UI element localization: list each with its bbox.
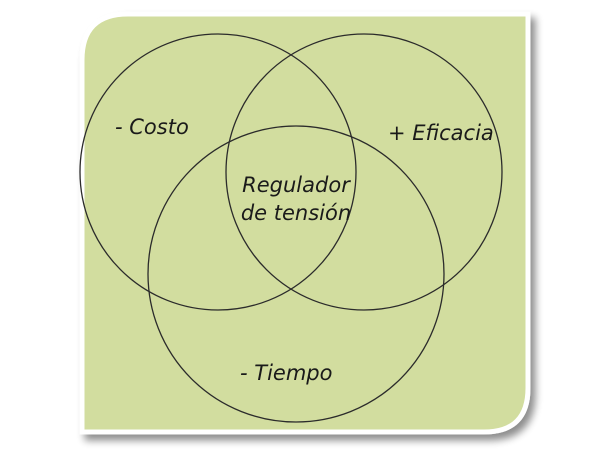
label-center-line1: Regulador <box>242 173 351 197</box>
circle-tiempo <box>147 125 445 423</box>
label-center-line2: de tensión <box>241 201 351 225</box>
label-eficacia: + Eficacia <box>388 121 494 145</box>
background-panel <box>79 11 531 435</box>
label-costo: - Costo <box>115 115 189 139</box>
label-tiempo: - Tiempo <box>240 361 332 385</box>
circle-costo <box>79 33 357 311</box>
circle-eficacia <box>225 33 503 311</box>
